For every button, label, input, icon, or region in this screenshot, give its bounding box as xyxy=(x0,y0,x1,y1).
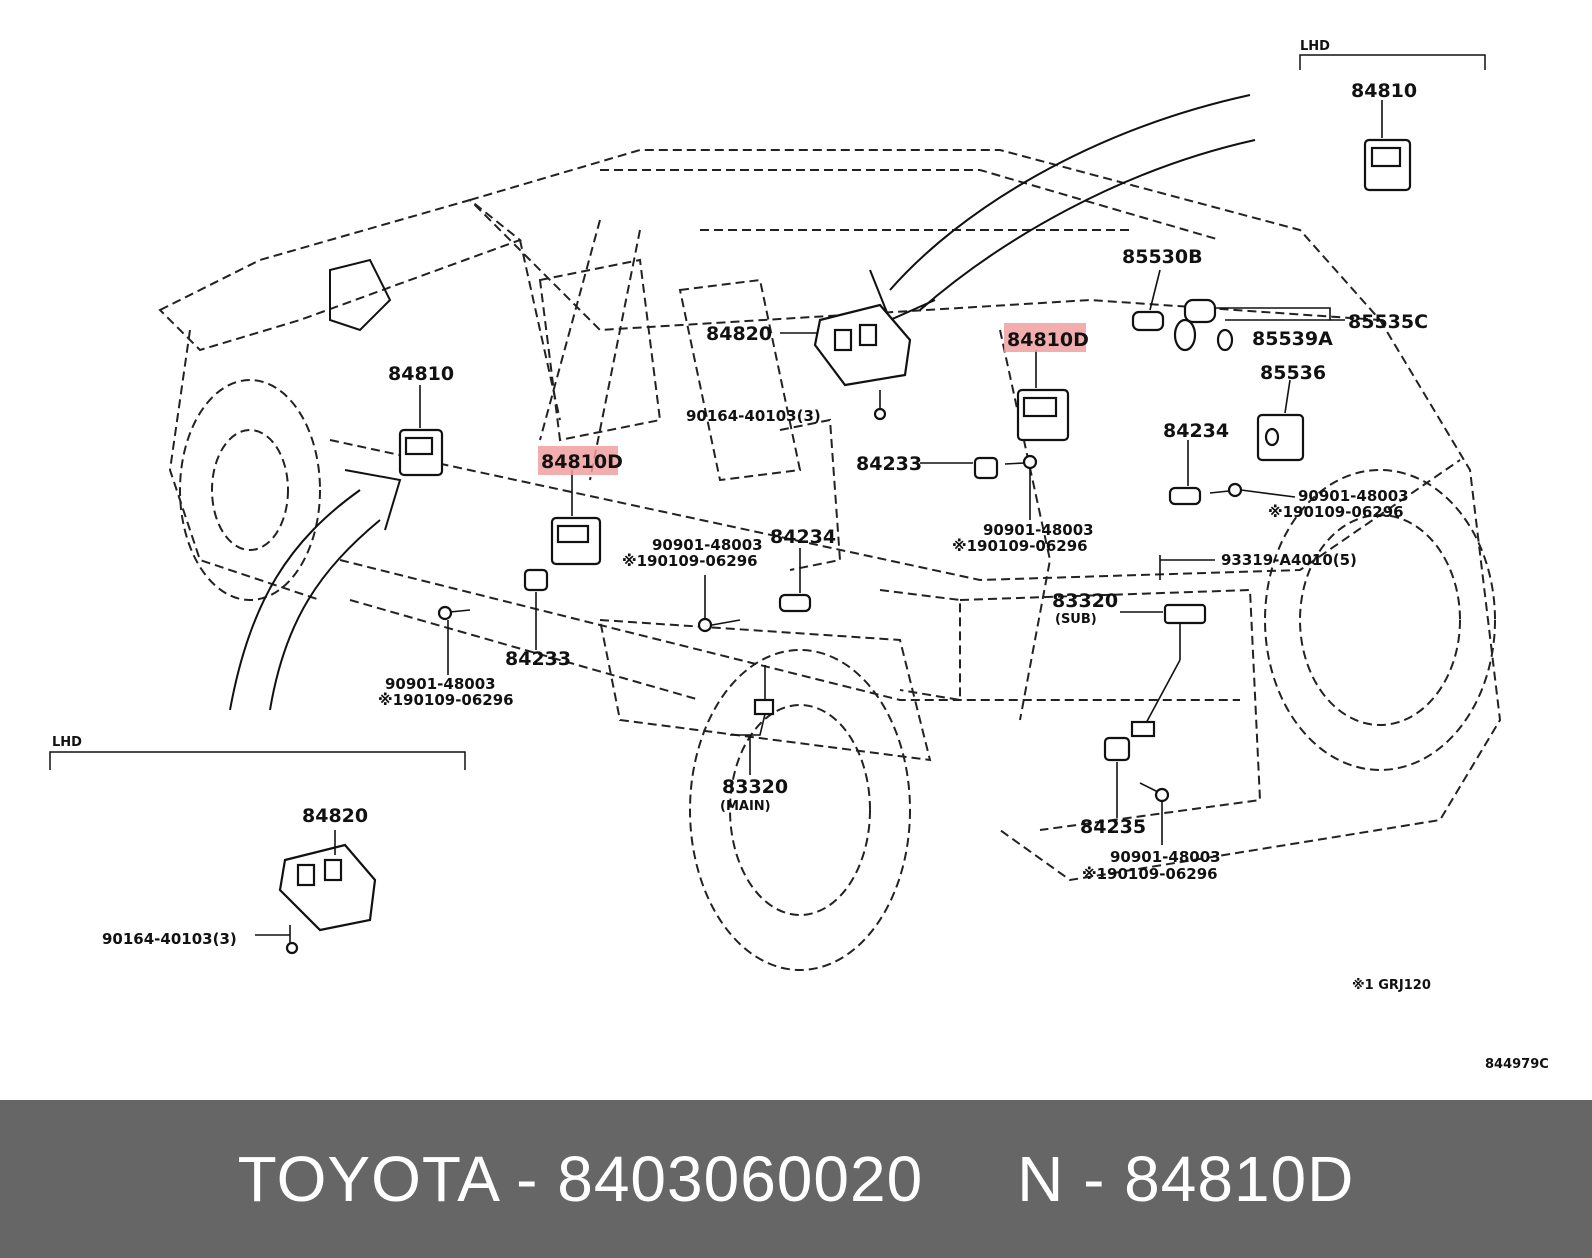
label-84810d-right: 84810D xyxy=(1007,329,1089,351)
footer-caption: TOYOTA - 8403060020 N - 84810D xyxy=(237,1143,1355,1215)
callout-labels: 84810 84810 84810D 84810D 84820 84820 85… xyxy=(102,80,1549,1072)
switch-84810-left xyxy=(398,385,444,477)
highlight-84810d-center xyxy=(538,446,618,475)
switch-84810d-right xyxy=(1016,350,1070,442)
label-drawing-number: 844979C xyxy=(1485,1057,1549,1072)
label-screw-d-2: ※190109-06296 xyxy=(1268,503,1404,521)
bolt-90164-bottom xyxy=(255,925,299,955)
lhd-bracket-top: LHD xyxy=(1299,39,1486,70)
socket-85536 xyxy=(1256,379,1305,462)
label-screw-c-2: ※190109-06296 xyxy=(952,537,1088,555)
switch-84810d-center xyxy=(550,470,602,566)
label-85536: 85536 xyxy=(1260,362,1326,384)
label-screw-c-1: 90901-48003 xyxy=(983,521,1094,539)
label-screw-b-2: ※190109-06296 xyxy=(622,552,758,570)
socket-85530b xyxy=(1131,269,1165,332)
label-85539a: 85539A xyxy=(1252,328,1333,350)
label-84233-right: 84233 xyxy=(856,453,922,475)
label-note: ※1 GRJ120 xyxy=(1352,978,1431,993)
label-84235: 84235 xyxy=(1080,816,1146,838)
cap-85539a xyxy=(1216,328,1234,352)
label-screw-d-1: 90901-48003 xyxy=(1298,487,1409,505)
bolt-90164-center xyxy=(873,390,887,421)
label-bolt-90164-bottom: 90164-40103(3) xyxy=(102,930,237,948)
label-84820-center: 84820 xyxy=(706,323,772,345)
switch-84820-bottom xyxy=(278,830,377,932)
label-main-tag: (MAIN) xyxy=(720,799,771,814)
label-84810-top: 84810 xyxy=(1351,80,1417,102)
screw-c xyxy=(1004,454,1038,520)
label-84810d-center: 84810D xyxy=(541,451,623,473)
lhd-top-label: LHD xyxy=(1300,39,1330,54)
label-83320-sub: 83320 xyxy=(1052,590,1118,612)
pointer-arrows xyxy=(229,94,1256,711)
label-85535c: 85535C xyxy=(1348,311,1428,333)
label-84234-center: 84234 xyxy=(770,526,836,548)
sensor-83320-main xyxy=(730,665,775,775)
switch-84810-top xyxy=(1363,100,1412,192)
screw-a xyxy=(437,605,471,675)
screw-e xyxy=(1139,782,1170,845)
label-bolt-93319: 93319-A4010(5) xyxy=(1221,551,1357,569)
sensor-83320-sub xyxy=(1120,603,1207,738)
label-84234-right: 84234 xyxy=(1163,420,1229,442)
label-bolt-90164-center: 90164-40103(3) xyxy=(686,407,821,425)
lhd-bracket-bottom: LHD xyxy=(49,735,466,770)
switch-84234-center xyxy=(778,548,812,613)
footer-bar: TOYOTA - 8403060020 N - 84810D xyxy=(0,1100,1592,1258)
switch-84234-right xyxy=(1168,440,1202,506)
bolt-93319 xyxy=(1159,555,1215,580)
label-84810-left: 84810 xyxy=(388,363,454,385)
highlight-84810d-right xyxy=(1004,323,1086,352)
switch-84820-center xyxy=(780,303,912,387)
label-85530b: 85530B xyxy=(1122,246,1203,268)
label-83320-main: 83320 xyxy=(722,776,788,798)
label-84820-bottom: 84820 xyxy=(302,805,368,827)
label-screw-a-1: 90901-48003 xyxy=(385,675,496,693)
label-screw-e-1: 90901-48003 xyxy=(1110,848,1221,866)
label-84233-left: 84233 xyxy=(505,648,571,670)
switch-84233-right xyxy=(920,456,999,480)
screw-b xyxy=(697,575,741,633)
socket-85535c xyxy=(1173,298,1345,352)
label-screw-a-2: ※190109-06296 xyxy=(378,691,514,709)
parts-diagram: LHD LHD xyxy=(49,39,1549,1072)
screw-d xyxy=(1209,482,1296,498)
label-screw-e-2: ※190109-06296 xyxy=(1082,865,1218,883)
label-sub-tag: (SUB) xyxy=(1055,612,1097,627)
switch-84235 xyxy=(1103,736,1131,818)
lhd-bottom-label: LHD xyxy=(52,735,82,750)
vehicle-outline xyxy=(158,149,1502,971)
label-screw-b-1: 90901-48003 xyxy=(652,536,763,554)
switch-84233-left xyxy=(523,568,549,650)
